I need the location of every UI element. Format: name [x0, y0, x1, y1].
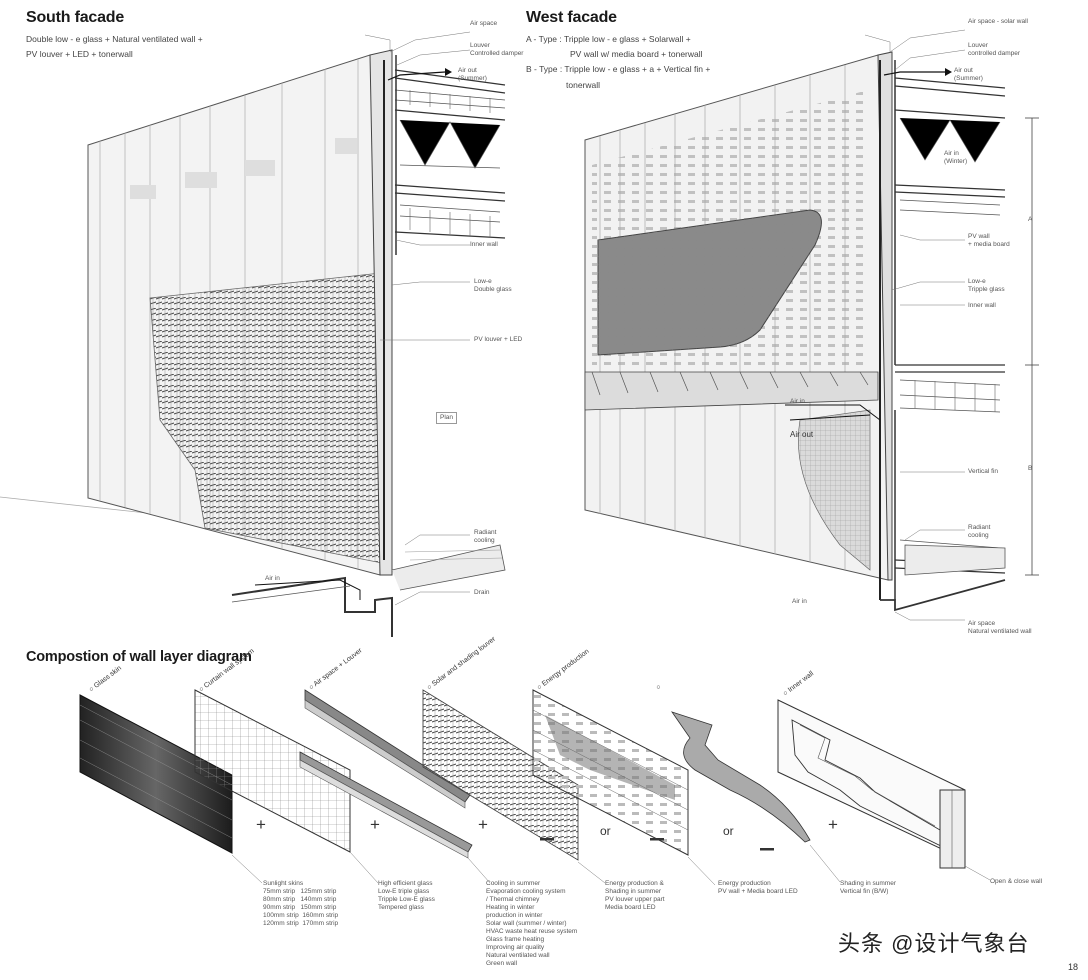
- west-facade-drawing: [584, 29, 1039, 621]
- south-label-damper: Controlled damper: [470, 50, 524, 57]
- west-label-winter: (Winter): [944, 158, 968, 165]
- south-label-air-out: Air out: [458, 67, 477, 74]
- south-facade-title: South facade: [26, 9, 125, 26]
- west-facade-title: West facade: [526, 9, 617, 26]
- west-label-media-board: + media board: [968, 241, 1010, 248]
- layer-diagram-title: Compostion of wall layer diagram: [26, 649, 252, 665]
- operator-plus-3: +: [478, 815, 488, 834]
- west-label-air-space-bottom: Air space: [968, 620, 996, 627]
- west-facade-spec-line-1: A - Type : Tripple low - e glass + Solar…: [526, 34, 691, 44]
- south-label-louver: Louver: [470, 42, 490, 49]
- note-shading: Shading in summer Vertical fin (B/W): [840, 880, 896, 895]
- watermark: 头条 @设计气象台: [838, 931, 1030, 956]
- west-label-natural-vent: Natural ventilated wall: [968, 628, 1032, 635]
- south-label-air-space: Air space: [470, 20, 498, 27]
- west-label-damper: controlled damper: [968, 50, 1021, 57]
- west-label-pv-wall: PV wall: [968, 233, 990, 240]
- note-energy-shading: Energy production & Shading in summer PV…: [605, 880, 665, 911]
- south-label-summer: (Summer): [458, 75, 487, 82]
- south-label-inner-wall: Inner wall: [470, 241, 498, 248]
- west-label-air-in-top: Air in: [944, 150, 959, 157]
- west-label-air-space: Air space - solar wall: [968, 18, 1028, 25]
- operator-plus-1: +: [256, 815, 266, 834]
- south-label-pv-led: PV louver + LED: [474, 336, 523, 343]
- operator-or-2: or: [723, 824, 734, 838]
- west-facade-spec-line-4: tonerwall: [566, 80, 601, 90]
- note-open-close: Open & close wall: [990, 878, 1043, 885]
- note-glass: High efficient glass Low-E triple glass …: [378, 880, 435, 911]
- west-label-triple-glass: Tripple glass: [968, 286, 1005, 293]
- west-facade-spec-line-3: B - Type : Tripple low - e glass + a + V…: [526, 64, 711, 74]
- west-facade-spec-line-2: PV wall w/ media board + tonerwall: [570, 49, 703, 59]
- page-number: 18: [1068, 962, 1079, 972]
- west-label-louver: Louver: [968, 42, 988, 49]
- west-dimension-b: B: [1028, 465, 1033, 472]
- west-label-air-out-top: Air out: [954, 67, 973, 74]
- west-label-air-in-bottom: Air in: [792, 598, 807, 605]
- south-label-drain: Drain: [474, 589, 490, 596]
- west-label-lowe: Low-e: [968, 278, 986, 285]
- note-energy-production: Energy production PV wall + Media board …: [718, 880, 798, 895]
- west-label-radiant: Radiant: [968, 524, 991, 531]
- south-label-radiant: Radiant: [474, 529, 497, 536]
- west-label-inner-wall: Inner wall: [968, 302, 996, 309]
- west-dimension-a: A: [1028, 216, 1033, 223]
- west-label-air-out-mid: Air out: [790, 430, 814, 439]
- south-label-plan: Plan: [436, 412, 458, 424]
- operator-or-1: or: [600, 824, 611, 838]
- south-label-double-glass: Double glass: [474, 286, 512, 293]
- south-label-cooling: cooling: [474, 537, 495, 544]
- south-facade-spec-line-2: PV louver + LED + tonerwall: [26, 49, 133, 59]
- south-facade-spec-line-1: Double low - e glass + Natural ventilate…: [26, 34, 203, 44]
- layer-diagram-drawing: [79, 689, 991, 886]
- west-label-air-in-mid: Air in: [790, 398, 805, 405]
- operator-plus-2: +: [370, 815, 380, 834]
- operator-plus-4: +: [828, 815, 838, 834]
- south-label-lowe: Low-e: [474, 278, 492, 285]
- west-label-vertical-fin: Vertical fin: [968, 468, 998, 475]
- west-label-summer: (Summer): [954, 75, 983, 82]
- west-label-cooling: cooling: [968, 532, 989, 539]
- note-cooling: Cooling in summer Evaporation cooling sy…: [486, 880, 578, 967]
- note-sunlight-skins: Sunlight skins 75mm strip 125mm strip 80…: [263, 880, 339, 927]
- south-facade-drawing: [0, 31, 506, 637]
- south-label-air-in: Air in: [265, 575, 280, 582]
